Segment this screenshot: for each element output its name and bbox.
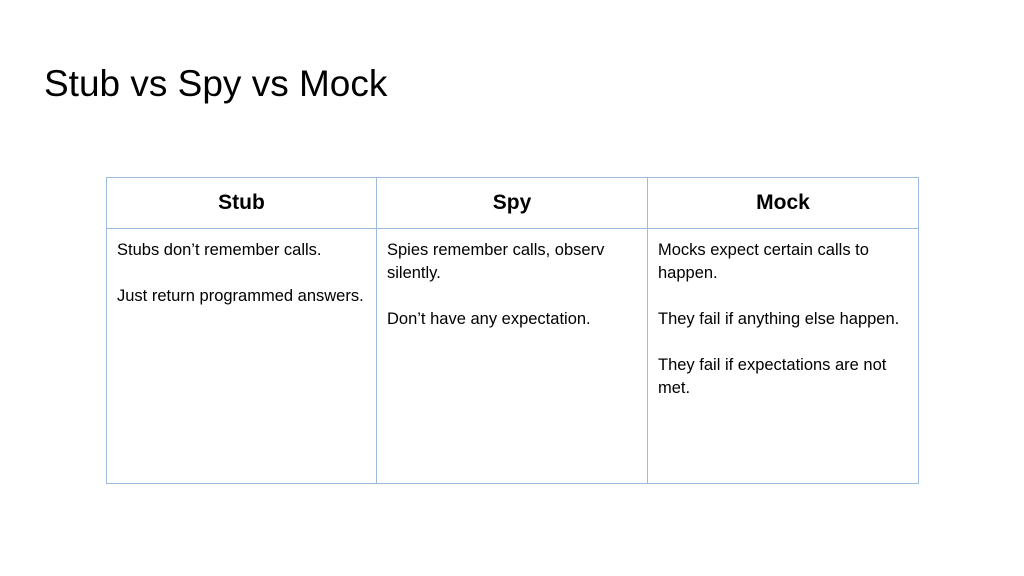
- mock-description-3: They fail if expectations are not met.: [658, 356, 887, 397]
- header-spy: Spy: [376, 177, 648, 229]
- slide-title: Stub vs Spy vs Mock: [44, 63, 388, 104]
- mock-description-2: They fail if anything else happen.: [658, 310, 900, 328]
- table-row: Stubs don’t remember calls. Just return …: [106, 228, 919, 484]
- stub-cell: Stubs don’t remember calls. Just return …: [106, 228, 377, 484]
- comparison-table: Stub Spy Mock Stubs don’t remember calls…: [106, 177, 919, 484]
- stub-description-1: Stubs don’t remember calls.: [117, 241, 322, 259]
- spy-description-1: Spies remember calls, observ silently.: [387, 241, 605, 282]
- header-mock: Mock: [647, 177, 919, 229]
- table-header-row: Stub Spy Mock: [106, 177, 919, 229]
- mock-description-1: Mocks expect certain calls to happen.: [658, 241, 869, 282]
- spy-cell: Spies remember calls, observ silently. D…: [376, 228, 648, 484]
- mock-cell: Mocks expect certain calls to happen. Th…: [647, 228, 919, 484]
- stub-description-2: Just return programmed answers.: [117, 287, 364, 305]
- header-stub: Stub: [106, 177, 377, 229]
- spy-description-2: Don’t have any expectation.: [387, 310, 591, 328]
